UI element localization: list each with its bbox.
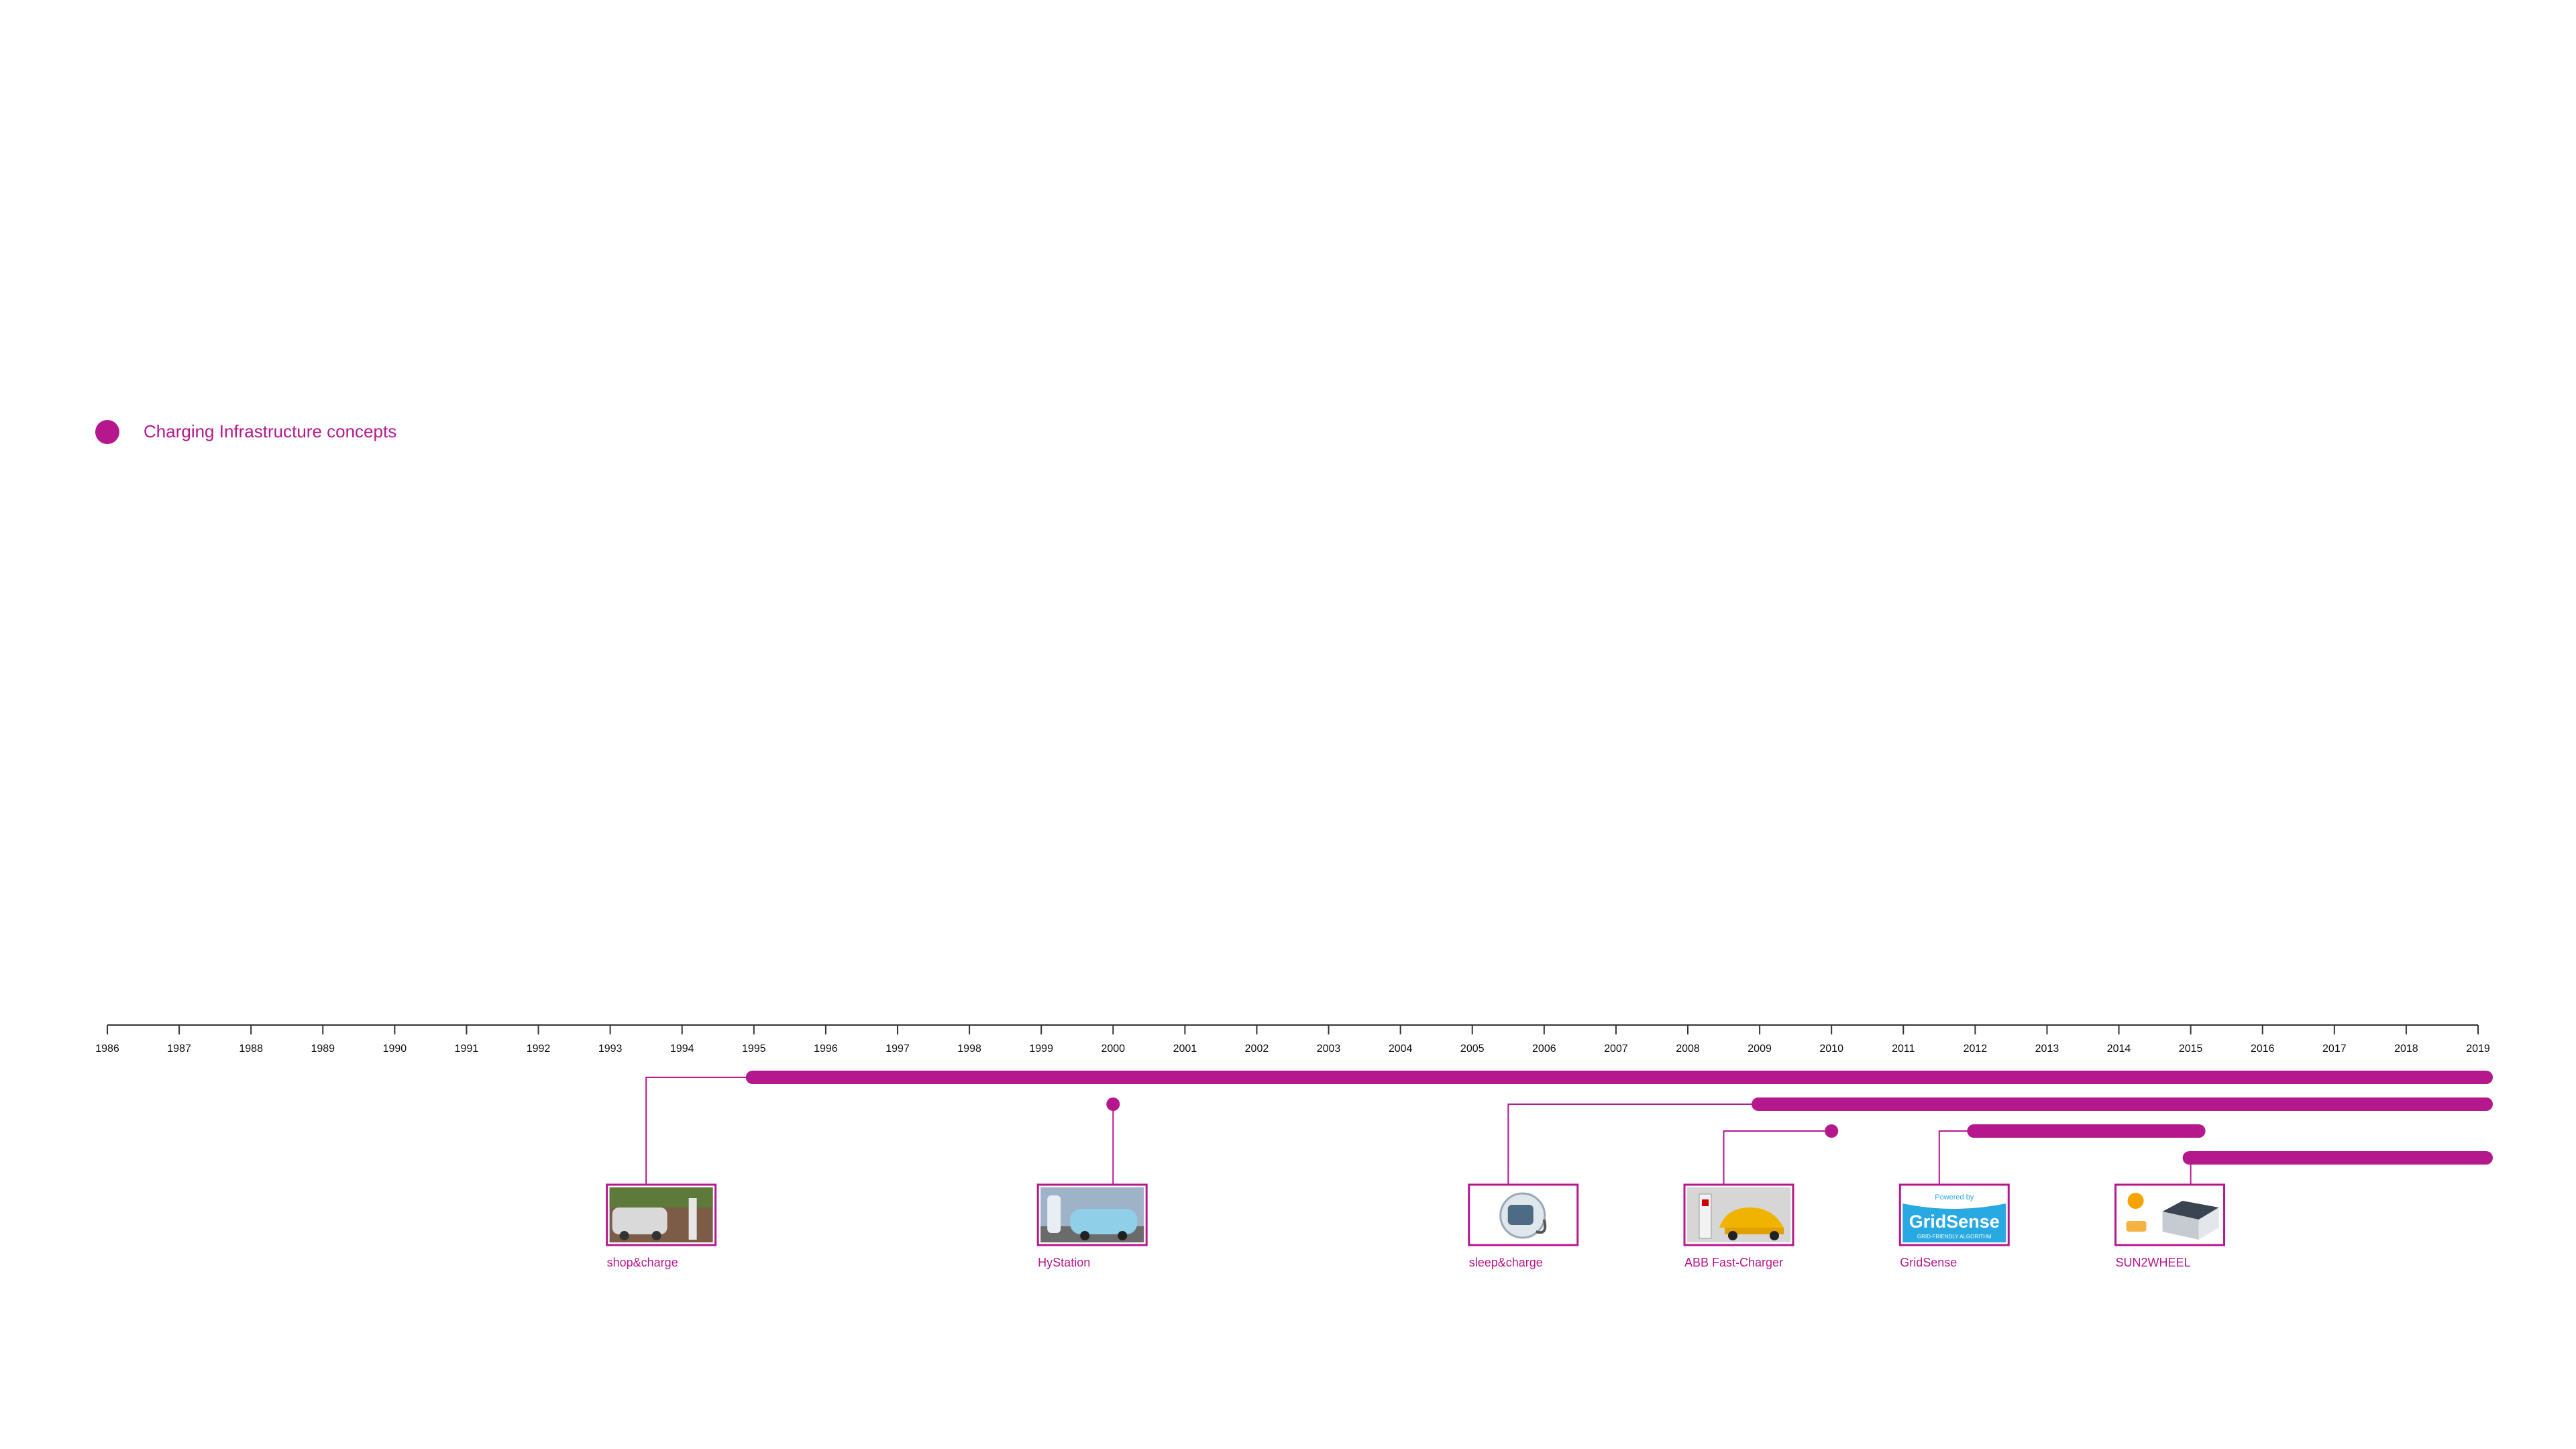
axis-tick-label: 2013 [2035,1043,2059,1055]
foliage [609,1187,713,1208]
concept-cards: shop&charge HyStation sleep&charge ABB Fast… [606,1183,2226,1269]
logo-top-text: Powered by [1935,1193,1974,1201]
axis-tick-label: 1998 [957,1043,981,1055]
legend-label: Charging Infrastructure concepts [144,421,397,441]
car-body [1719,1208,1784,1228]
logo-wave [1902,1187,2006,1209]
concept-card [1468,1183,1579,1246]
hydrogen-station-car-icon [1040,1187,1144,1242]
wall-charger-icon [1499,1192,1547,1239]
axis-tick-label: 2015 [2179,1043,2203,1055]
logo-bottom-text: GRID-FRIENDLY ALGORITHM [1917,1234,1992,1240]
axis-tick-label: 2000 [1101,1043,1125,1055]
axis-tick-label: 2016 [2251,1043,2275,1055]
solar-battery-icon [2126,1193,2219,1240]
charger-light [1702,1199,1709,1206]
solar-panel [2162,1201,2219,1220]
axis-tick-label: 2002 [1245,1043,1269,1055]
axis-tick-label: 2014 [2107,1043,2131,1055]
battery-front [2198,1208,2219,1240]
axis-tick-label: 1990 [383,1043,407,1055]
charger-display [1507,1205,1534,1225]
car-body [612,1208,667,1234]
axis-tick-label: 1992 [527,1043,551,1055]
card-label: HyStation [1038,1256,1090,1269]
axis-tick-label: 1989 [311,1043,335,1055]
battery-side [2162,1212,2199,1240]
car-body [1070,1209,1138,1234]
concept-card [2114,1183,2226,1246]
axis-tick-label: 2017 [2322,1043,2347,1055]
axis-tick-label: 2011 [1892,1043,1915,1055]
logo-main-text: GridSense [1909,1212,2000,1232]
axis-tick-label: 1996 [814,1043,838,1055]
dispenser [1047,1195,1061,1233]
car-base [1725,1228,1784,1234]
connector-line [1723,1130,1832,1185]
connector-line [1507,1104,1759,1185]
concept-card [1683,1183,1794,1246]
concept-card [1036,1183,1148,1246]
concept-card [606,1183,717,1246]
axis-tick-label: 2005 [1460,1043,1485,1055]
card-label: GridSense [1900,1256,1957,1269]
axis-tick-label: 2012 [1964,1043,1988,1055]
wheel [651,1231,661,1240]
small-car [2126,1221,2147,1232]
axis-tick-label: 2009 [1748,1043,1772,1055]
axis-tick-label: 2007 [1604,1043,1628,1055]
axis-tick-label: 2003 [1317,1043,1341,1055]
axis-tick-label: 2001 [1173,1043,1197,1055]
card-label: ABB Fast-Charger [1684,1256,1783,1269]
wheel [1728,1231,1737,1240]
wheel [619,1231,629,1240]
connector-line [1938,1130,1974,1185]
axis-tick-label: 2019 [2466,1043,2490,1055]
axis-tick-label: 1997 [885,1043,910,1055]
sun [2127,1193,2144,1209]
axis-tick-label: 2004 [1389,1043,1413,1055]
fast-charger-car-icon [1687,1187,1790,1242]
card-label: SUN2WHEEL [2116,1256,2191,1269]
connector-line [645,1077,753,1185]
axis-tick-label: 1993 [598,1043,623,1055]
card-label: sleep&charge [1469,1256,1543,1269]
axis-tick-label: 2006 [1532,1043,1556,1055]
wheel [1080,1231,1090,1240]
axis-tick-label: 2018 [2394,1043,2418,1055]
legend-dot-icon [95,420,119,444]
axis-tick-label: 1986 [95,1043,119,1055]
car-at-charging-post-icon [609,1187,713,1242]
wheel [1118,1231,1128,1240]
axis-tick-label: 1995 [742,1043,766,1055]
axis-tick-label: 1991 [455,1043,479,1055]
axis-tick-label: 1987 [167,1043,191,1055]
axis-tick-label: 1999 [1029,1043,1053,1055]
wheel [1770,1231,1779,1240]
axis-tick-label: 2010 [1819,1043,1843,1055]
concept-bars [645,1071,2493,1185]
axis-tick-label: 2008 [1676,1043,1700,1055]
axis-tick-label: 1994 [670,1043,694,1055]
axis-tick-label: 1988 [239,1043,263,1055]
time-axis: 1986 1987 1988 1989 1990 1991 1992 1993 1994 1995… [95,1024,2490,1055]
charging-post [688,1198,697,1240]
card-label: shop&charge [607,1256,678,1269]
charging-cable [1536,1219,1547,1234]
